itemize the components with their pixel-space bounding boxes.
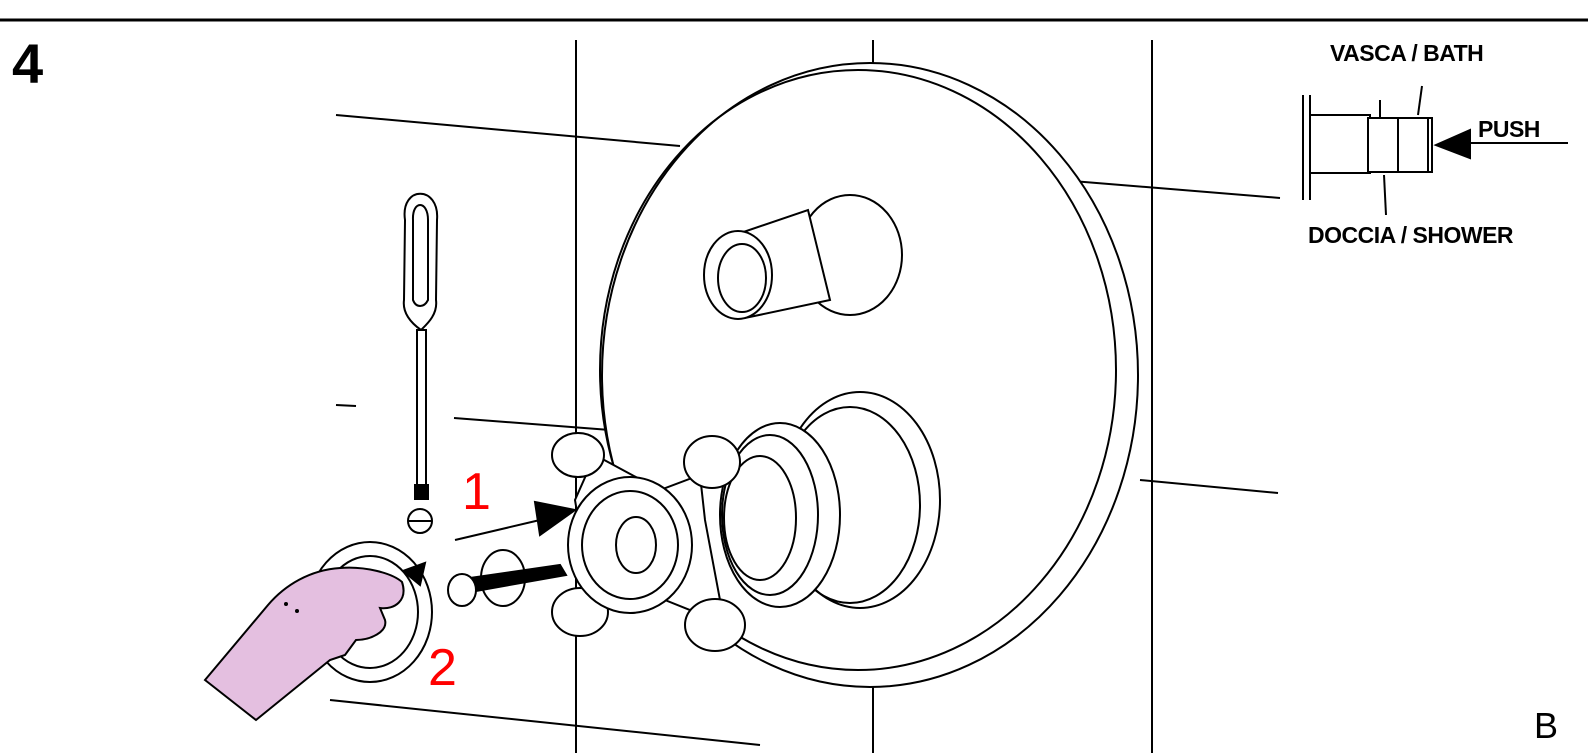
label-push: PUSH: [1478, 116, 1540, 142]
diverter-inset: [1302, 85, 1433, 216]
mixer-body: [719, 391, 941, 609]
step-number: 4: [12, 32, 44, 95]
push-arrow-icon: [1433, 128, 1568, 160]
label-shower: DOCCIA / SHOWER: [1308, 222, 1514, 248]
label-bath: VASCA / BATH: [1330, 40, 1484, 66]
callout-step-1: 1: [462, 463, 491, 521]
screw-icon: [447, 549, 568, 607]
screwdriver-icon: [402, 192, 439, 534]
corner-label: B: [1534, 705, 1559, 746]
diverter-knob: [703, 194, 903, 320]
callout-step-2: 2: [428, 639, 457, 697]
hand-icon: [203, 566, 405, 722]
cross-handle: [551, 432, 746, 652]
assembly-arrow: [454, 500, 578, 541]
